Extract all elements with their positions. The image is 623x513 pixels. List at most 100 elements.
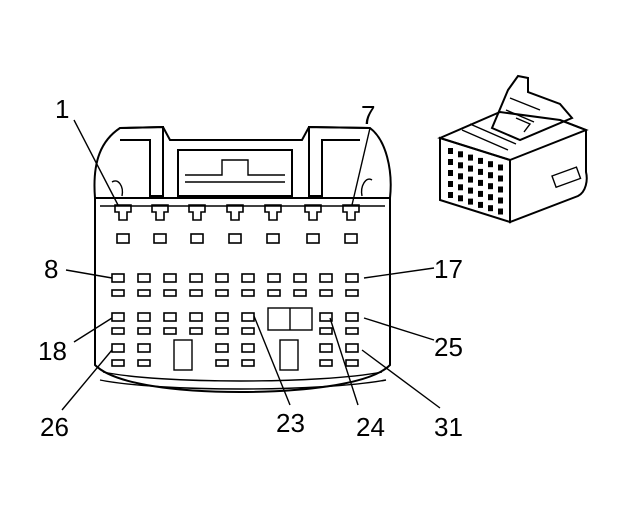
cavity-row3-3 [163, 312, 177, 322]
iso-body-side [509, 119, 588, 224]
right-bump [360, 178, 373, 197]
terminal-top-2 [151, 204, 169, 221]
cavity-row2b-7 [267, 289, 281, 297]
cavity-row4-6 [345, 343, 359, 353]
iso-latch-detail [505, 97, 541, 133]
cavity-row3b-6 [241, 327, 255, 335]
cavity-row3-5 [215, 312, 229, 322]
terminal-top-6 [304, 204, 322, 221]
bottom-lip [102, 371, 383, 382]
leader-line-17 [363, 267, 435, 279]
cavity-row3b-7 [319, 327, 333, 335]
iso-cavity [448, 170, 453, 176]
cavity-row4-1 [111, 343, 125, 353]
cavity-row2b-6 [241, 289, 255, 297]
pin-label-17: 17 [434, 254, 463, 284]
terminal-top-7 [342, 204, 360, 221]
cavity-row3-4 [189, 312, 203, 322]
iso-body-top [437, 110, 589, 162]
pin-cavities [111, 204, 360, 367]
leader-line-24 [329, 317, 359, 406]
iso-cavity [468, 176, 473, 183]
iso-cavity [458, 162, 463, 169]
iso-cavity [498, 186, 503, 193]
cavity-row2-4 [189, 273, 203, 283]
iso-cavity [478, 157, 483, 164]
cavity-row2-2 [137, 273, 151, 283]
cavity-row2b-8 [293, 289, 307, 297]
leader-line-31 [361, 349, 441, 409]
cavity-row3-8 [345, 312, 359, 322]
leader-line-23 [253, 315, 291, 406]
cavity-top-square-6 [306, 233, 320, 244]
cavity-row2-7 [267, 273, 281, 283]
iso-cavities [448, 148, 503, 215]
cavity-row4-5 [319, 343, 333, 353]
pin-label-8: 8 [44, 254, 58, 284]
iso-cavity [458, 195, 463, 202]
iso-cavity [458, 173, 463, 180]
cavity-row2b-9 [319, 289, 333, 297]
terminal-top-5 [264, 204, 282, 221]
cavity-top-square-2 [153, 233, 167, 244]
cavity-row4-2 [137, 343, 151, 353]
iso-cavity [488, 161, 493, 168]
cavity-row3b-8 [345, 327, 359, 335]
pin-label-26: 26 [40, 412, 69, 442]
pin-label-31: 31 [434, 412, 463, 442]
cavity-row2-10 [345, 273, 359, 283]
cavity-row4-4 [241, 343, 255, 353]
cavity-top-square-1 [116, 233, 130, 244]
iso-cavity [488, 172, 493, 179]
leader-lines [61, 119, 441, 411]
cavity-row3b-1 [111, 327, 125, 335]
right-latch [308, 125, 371, 197]
cavity-row3-7 [319, 312, 333, 322]
cavity-row2b-10 [345, 289, 359, 297]
terminal-top-1 [114, 204, 132, 221]
leader-line-1 [73, 119, 119, 206]
left-latch [119, 125, 164, 197]
leader-line-18 [73, 317, 113, 343]
cavity-row2b-1 [111, 289, 125, 297]
iso-cavity [498, 208, 503, 215]
connector-isometric-view [437, 74, 589, 224]
iso-latch [490, 74, 574, 142]
leader-line-8 [65, 269, 113, 279]
cavity-row4b-1 [111, 359, 125, 367]
pin-label-25: 25 [434, 332, 463, 362]
cavity-row3b-4 [189, 327, 203, 335]
cavity-row4b-4 [241, 359, 255, 367]
cavity-row3b-2 [137, 327, 151, 335]
cavity-row4b-3 [215, 359, 229, 367]
cavity-row2b-4 [189, 289, 203, 297]
pin-label-7: 7 [361, 100, 375, 130]
terminal-top-4 [226, 204, 244, 221]
pin-label-18: 18 [38, 336, 67, 366]
cavity-row3-1 [111, 312, 125, 322]
leader-line-26 [61, 349, 113, 411]
terminal-top-3 [188, 204, 206, 221]
left-bump [111, 180, 124, 197]
cavity-row3-2 [137, 312, 151, 322]
iso-cavity [448, 159, 453, 165]
connector-face [93, 125, 392, 394]
iso-cavity [488, 194, 493, 201]
cavity-row3b-5 [215, 327, 229, 335]
iso-cavity [468, 154, 473, 161]
cavity-row2-8 [293, 273, 307, 283]
pin-label-1: 1 [55, 94, 69, 124]
iso-cavity [468, 187, 473, 194]
iso-cavity [498, 164, 503, 171]
iso-cavity [488, 205, 493, 212]
cavity-row2-9 [319, 273, 333, 283]
iso-cavity [458, 151, 463, 158]
right-polarizer-slot [279, 339, 299, 371]
iso-cavity [478, 201, 483, 208]
leader-line-7 [351, 127, 371, 206]
iso-cavity [448, 181, 453, 187]
iso-cavity [478, 179, 483, 186]
iso-cavity [498, 175, 503, 182]
cavity-top-square-3 [190, 233, 204, 244]
